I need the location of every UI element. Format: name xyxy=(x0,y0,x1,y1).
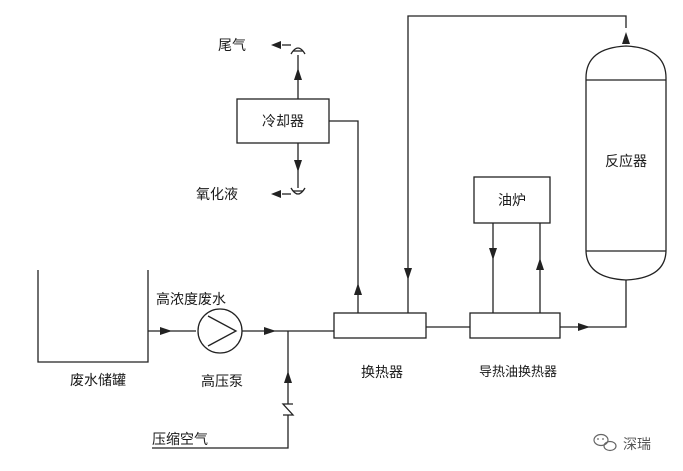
compressed-air-check-valve-icon xyxy=(281,403,295,416)
pump-outlet-arrow xyxy=(264,327,276,335)
reactor-top-arrow xyxy=(622,32,630,44)
oxidized-liquid-valve-icon xyxy=(290,187,306,195)
wechat-icon xyxy=(593,433,617,452)
to-reactor-line xyxy=(560,280,627,328)
heat-exchanger-inlet-arrow-left xyxy=(354,283,362,295)
reactor-top-loop-line xyxy=(407,15,627,313)
thermal-oil-heat-exchanger-box xyxy=(469,312,561,339)
to-reactor-arrow xyxy=(578,323,590,331)
high-pressure-pump-label: 高压泵 xyxy=(201,373,243,390)
oil-furnace-box xyxy=(473,176,551,224)
tail-gas-valve-icon xyxy=(290,47,306,55)
reactor-label: 反应器 xyxy=(605,153,647,170)
wastewater-tank-label: 废水储罐 xyxy=(70,373,126,389)
heat-exchanger-box xyxy=(333,312,427,339)
compressed-air-label: 压缩空气 xyxy=(152,432,208,448)
tail-gas-outlet-arrow xyxy=(271,41,281,49)
oxidized-liquid-label: 氧化液 xyxy=(196,187,238,203)
heat-exchanger-inlet-arrow-right xyxy=(404,268,412,280)
thermal-oil-heat-exchanger-label: 导热油换热器 xyxy=(479,365,557,380)
reactor-vessel xyxy=(585,45,667,281)
watermark-text: 深瑞 xyxy=(623,437,651,453)
cooler-label: 冷却器 xyxy=(262,114,304,130)
oil-supply-arrow xyxy=(489,248,497,260)
tail-gas-label: 尾气 xyxy=(218,38,246,54)
oxidized-liquid-outlet-arrow xyxy=(271,190,281,198)
cooler-to-heat-exchanger-line xyxy=(329,120,359,313)
high-pressure-pump-icon xyxy=(197,308,243,354)
tail-gas-flow-arrow xyxy=(294,68,302,80)
wastewater-tank xyxy=(37,270,149,363)
oil-return-arrow xyxy=(536,258,544,270)
compressed-air-line xyxy=(152,415,289,449)
cooler-box xyxy=(236,98,330,144)
oxidized-liquid-flow-arrow xyxy=(294,160,302,172)
tank-to-pump-arrow xyxy=(160,327,172,335)
heat-exchanger-label: 换热器 xyxy=(361,364,403,381)
high-conc-wastewater-label: 高浓度废水 xyxy=(156,291,226,308)
compressed-air-arrow xyxy=(284,371,292,383)
oil-furnace-label: 油炉 xyxy=(498,193,526,209)
